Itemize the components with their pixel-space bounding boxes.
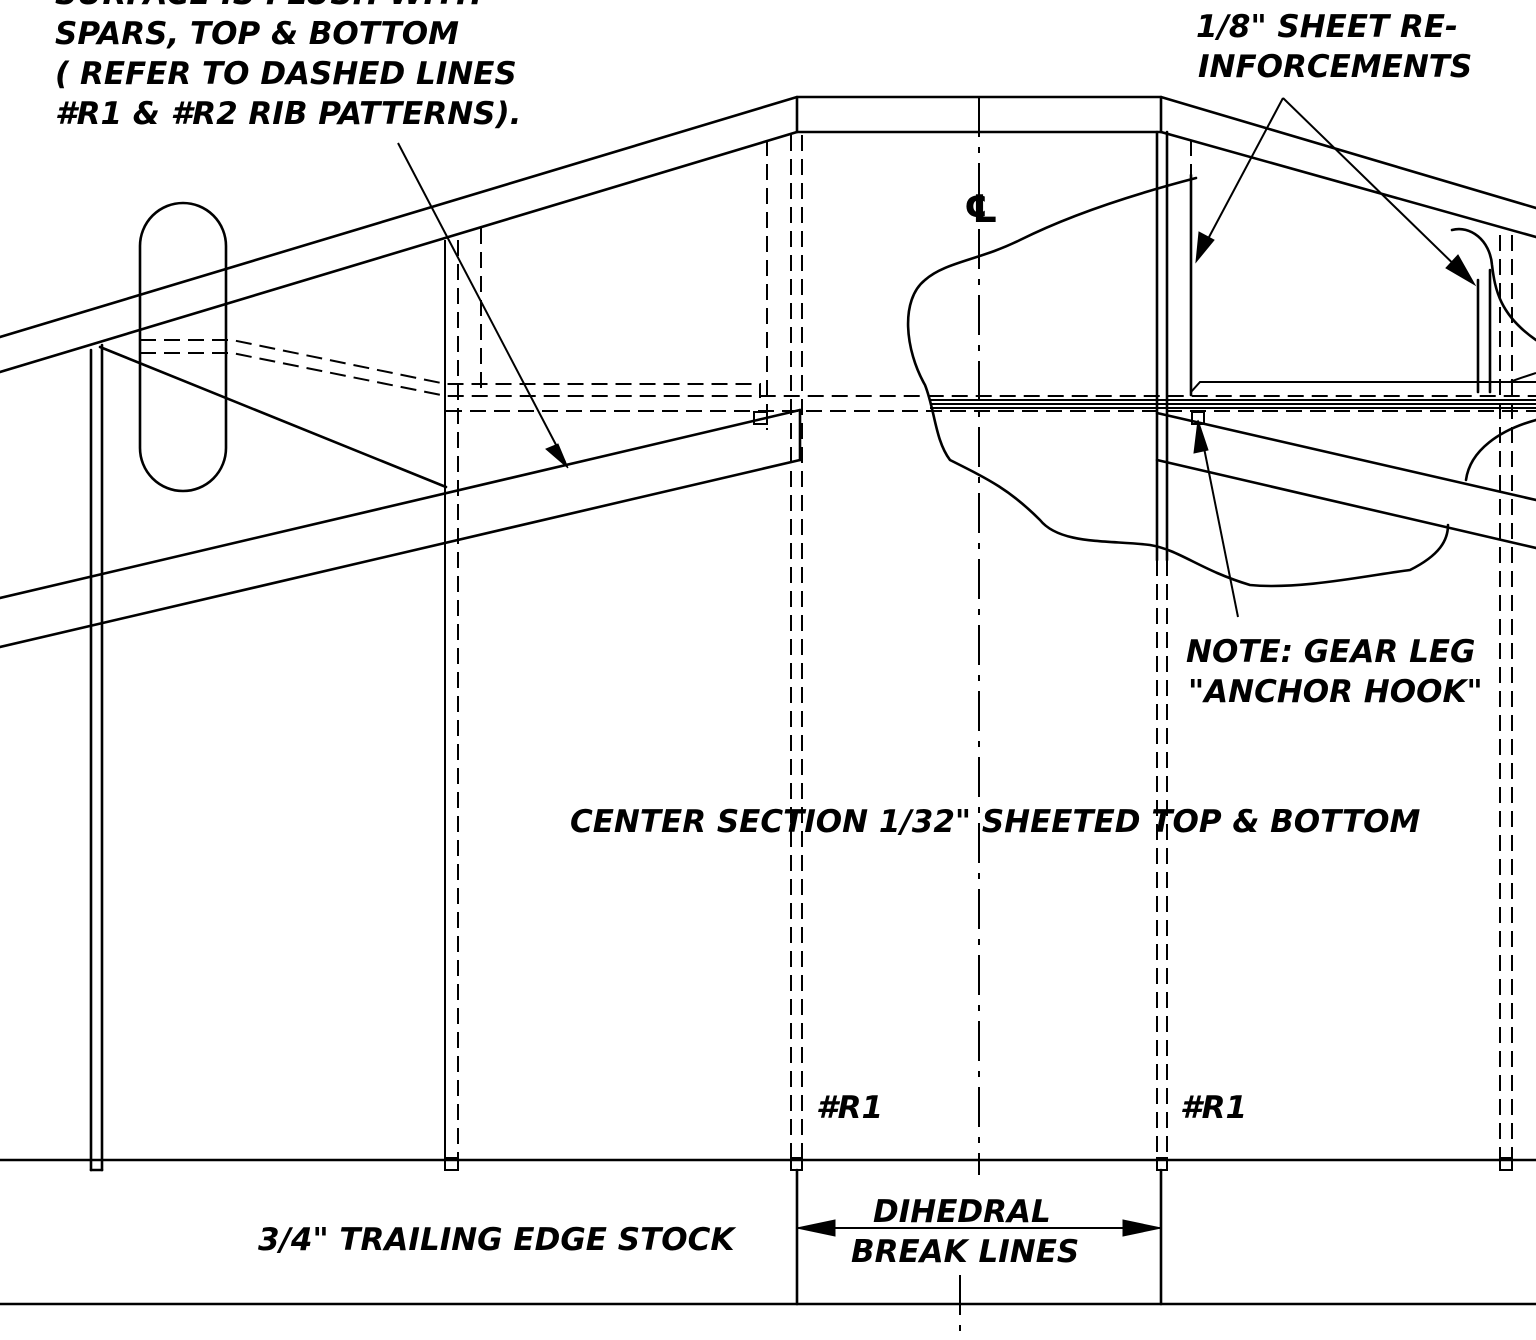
trailing-edge-stock	[0, 1158, 1536, 1306]
surface-note-line-2: SPARS, TOP & BOTTOM	[55, 16, 459, 52]
sheet-note-line-1: 1/8" SHEET RE-	[1196, 9, 1458, 45]
gear-slot	[138, 201, 228, 493]
surface-note-line-3: ( REFER TO DASHED LINES	[55, 56, 517, 92]
centerline-symbol: ℄	[964, 187, 998, 231]
diagonal-brace	[98, 345, 448, 489]
dihedral-label-line-1: DIHEDRAL	[873, 1194, 1051, 1230]
rib-left-inner	[444, 228, 482, 1171]
gear-note-line-1: NOTE: GEAR LEG	[1186, 634, 1475, 670]
rib-label-left: #R1	[816, 1090, 883, 1126]
rib-label-right: #R1	[1180, 1090, 1247, 1126]
leading-edge-outline	[0, 95, 1536, 374]
gear-note-line-2: "ANCHOR HOOK"	[1188, 674, 1483, 710]
sheet-note-line-2: INFORCEMENTS	[1198, 49, 1472, 85]
dihedral-dimension	[796, 1219, 1162, 1237]
surface-note-line-4: #R1 & #R2 RIB PATTERNS).	[55, 96, 521, 132]
center-section-note: CENTER SECTION 1/32" SHEETED TOP & BOTTO…	[570, 804, 1421, 840]
rib-r1-right	[1155, 130, 1192, 1171]
cutaway-cloud	[906, 176, 1536, 588]
rib-right-outer	[1499, 235, 1513, 1171]
dihedral-label-line-2: BREAK LINES	[851, 1234, 1079, 1270]
sheet-reinforcements	[930, 173, 1536, 409]
surface-note-line-1: SURFACE IS FLUSH WITH	[55, 0, 482, 12]
rib-r1-left	[766, 135, 803, 1171]
leaders	[397, 97, 1477, 618]
trailing-edge-label: 3/4" TRAILING EDGE STOCK	[258, 1222, 736, 1258]
main-spar	[0, 408, 1536, 649]
rib-left-outer	[89, 343, 104, 1172]
